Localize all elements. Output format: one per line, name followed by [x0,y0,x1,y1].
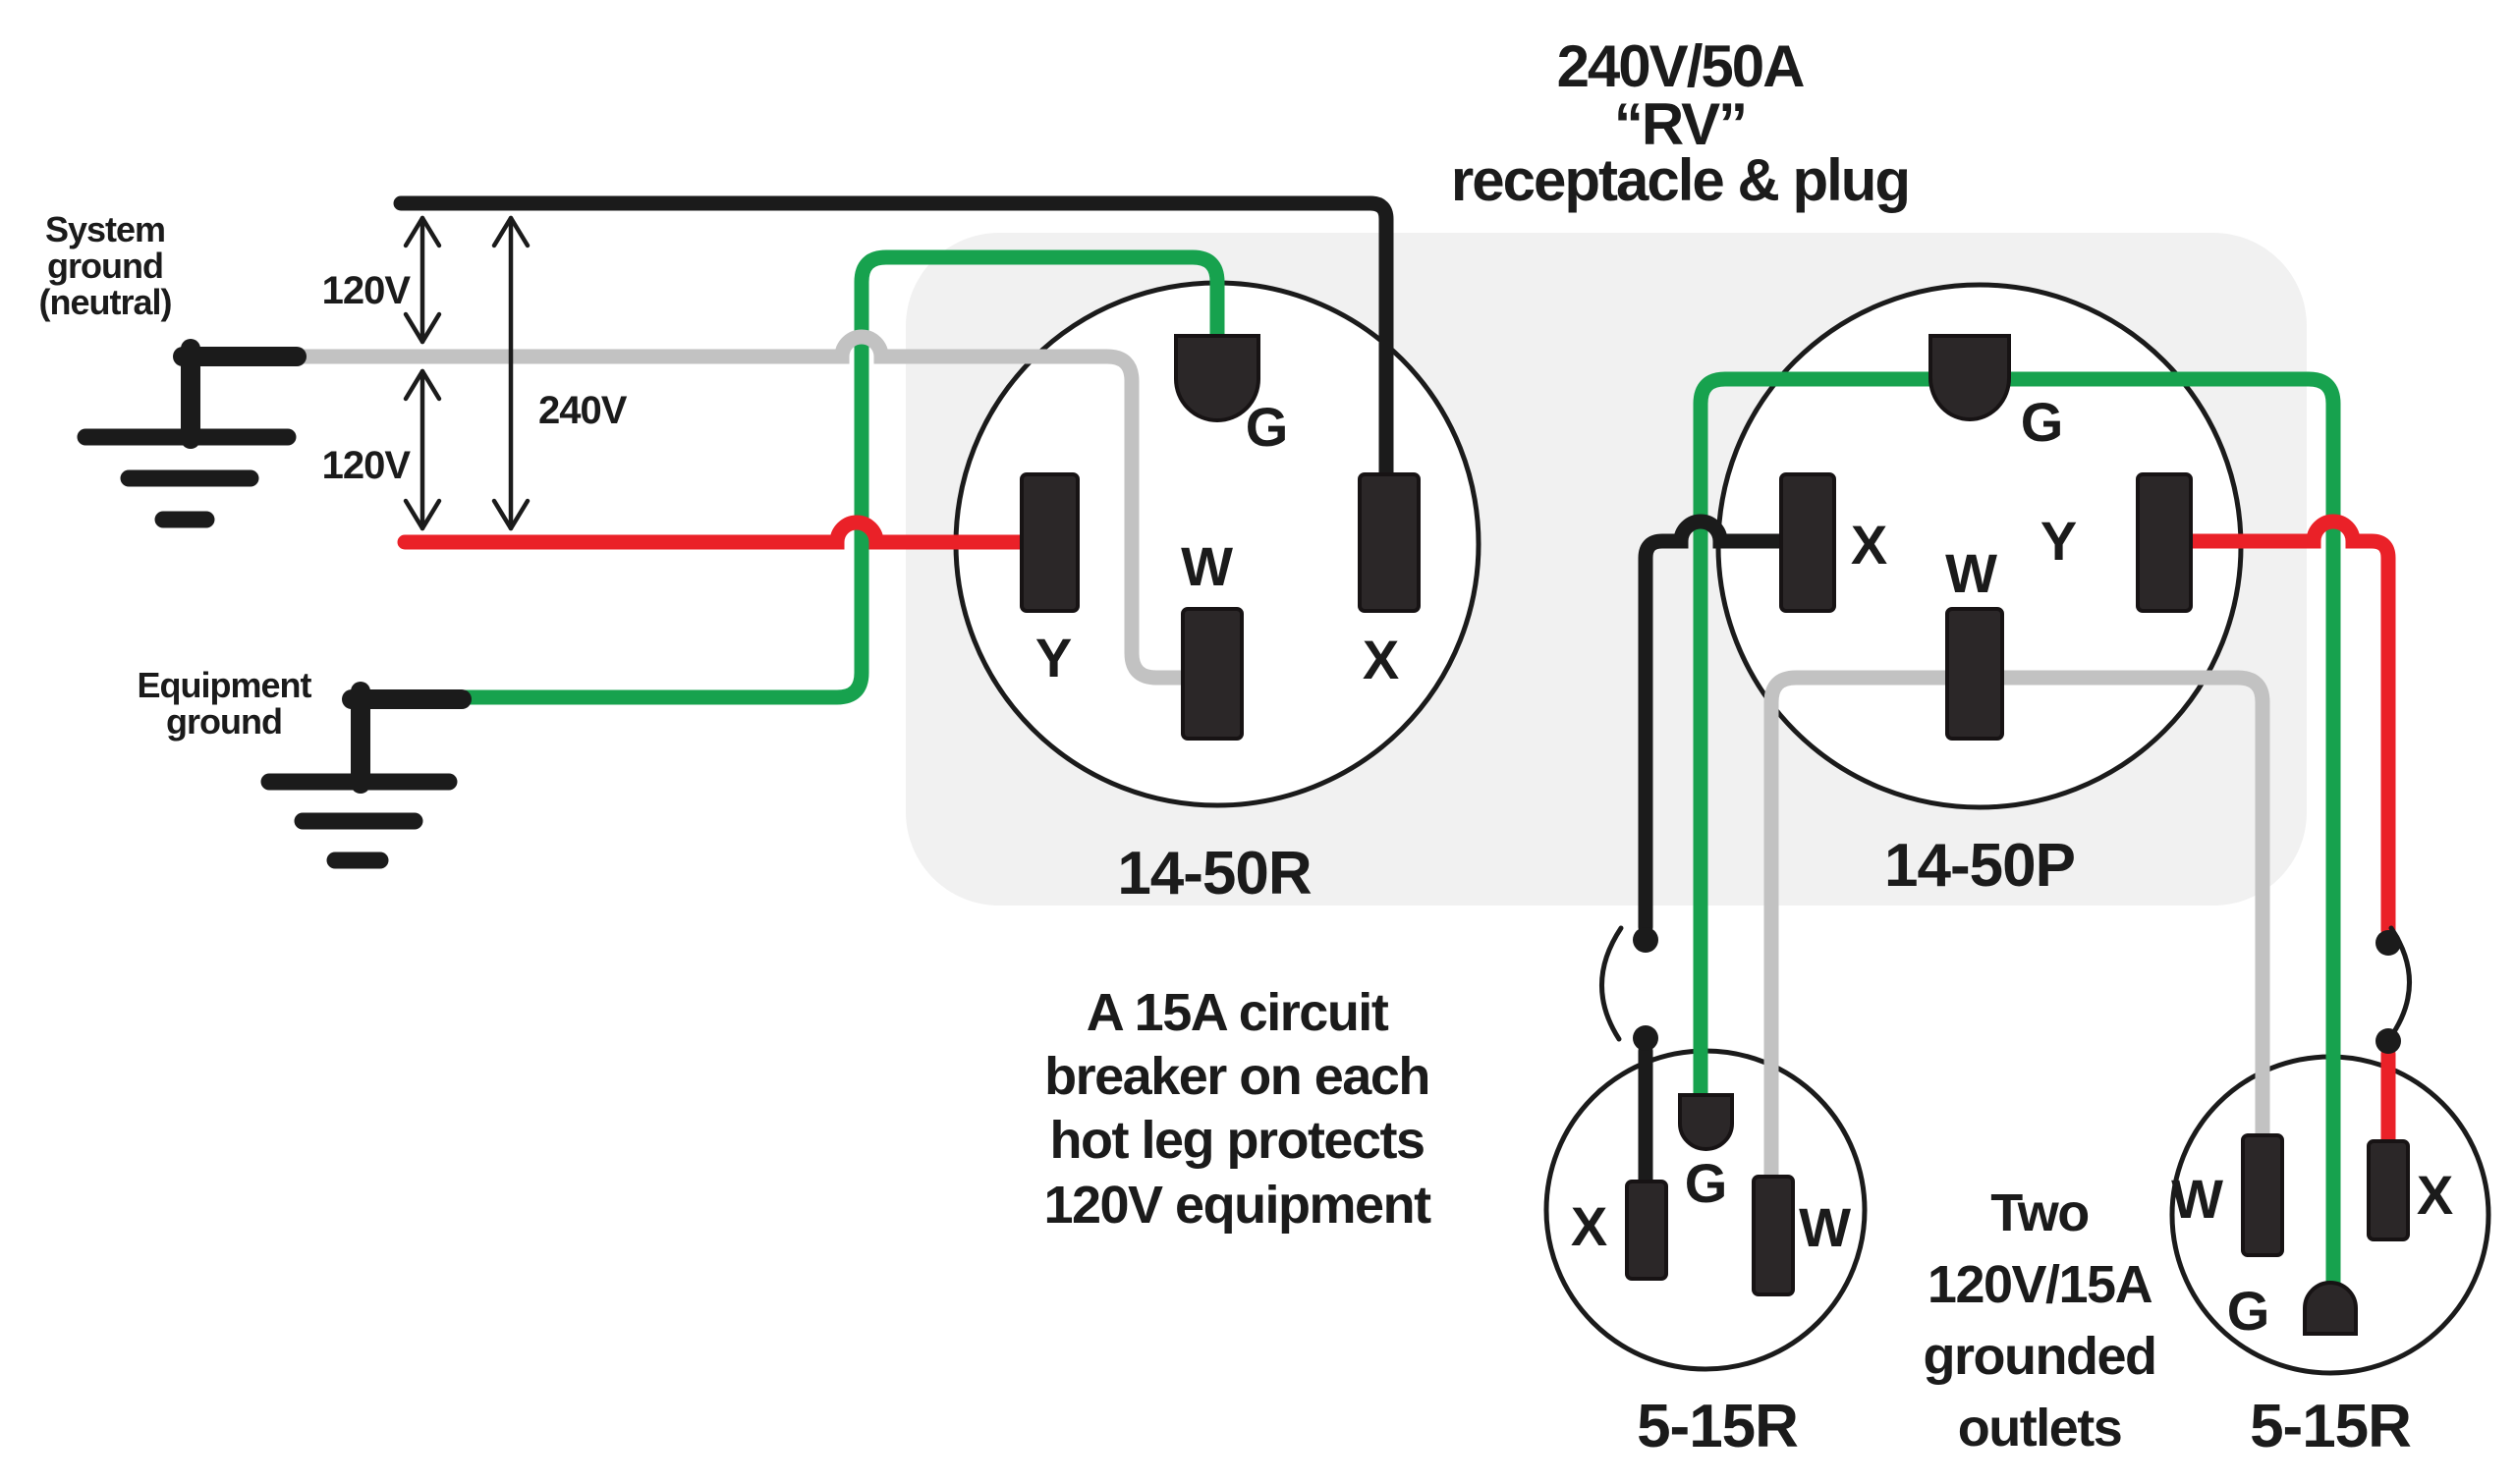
diagram-text: 240V/50A “RV” receptacle & plug System g… [39,33,2454,1460]
neutral-wire-plug-w-to-outlets [1763,670,2270,1231]
receptacle-g-slot [1174,334,1260,422]
plug-w-prong [1945,607,2004,741]
outlet-right-x-label: X [2417,1164,2453,1226]
breaker-note-line-4: 120V equipment [1043,1176,1431,1235]
system-ground-label-line-2: ground [47,246,163,286]
system-ground-label-line-3: (neutral) [39,282,172,322]
outlet-left-w-label: W [1799,1196,1851,1258]
voltage-120v-bottom-label: 120V [322,444,412,487]
receptacle-w-slot [1181,607,1244,741]
outlet-left-w-slot [1752,1175,1795,1296]
hot-red-wire-plug-y-to-breaker [2183,514,2396,938]
arrow-120v-bottom-head-down [403,498,442,531]
receptacle-w-label: W [1181,535,1233,597]
outlets-note-line-1: Two [1990,1183,2088,1242]
voltage-arrows [403,215,531,531]
receptacle-x-slot [1358,472,1421,613]
plug-g-label: G [2021,391,2063,453]
outlet-right-g-label: G [2227,1280,2269,1342]
outlet-right-w-label: W [2171,1168,2223,1230]
outlet-left-x-label: X [1571,1195,1607,1257]
hot-red-wire-to-receptacle-y [397,515,1041,550]
neutral-wires [274,329,2270,1231]
equipment-ground-label-line-1: Equipment [138,665,312,705]
plug-g-prong [1928,334,2011,421]
plug-y-label: Y [2040,510,2077,572]
ground-wires [439,249,2341,1304]
hot-black-wire-to-receptacle-x [393,195,1394,514]
receptacle-y-slot [1020,472,1080,613]
plug-x-prong [1779,472,1836,613]
breaker-note-line-1: A 15A circuit [1087,983,1389,1042]
breaker-note-line-2: breaker on each [1044,1047,1429,1106]
outlets-note-line-3: grounded [1924,1327,2156,1386]
breaker-arcs [1599,925,2412,1042]
outlet-right-w-slot [2241,1133,2284,1257]
equipment-ground-symbol [260,682,472,869]
ground-wire-equipment-to-receptacle-g [439,249,1225,705]
breaker-contact-dots [1633,927,2401,1054]
plug-w-label: W [1945,542,1997,604]
breaker-left-bottom-contact [1633,1025,1658,1051]
system-ground-symbol [77,339,307,528]
title-line-2: “RV” [1614,91,1746,157]
arrow-240v-head-down [491,498,531,531]
terminal-slots [1020,334,2410,1336]
breaker-left-arc [1599,925,1624,1042]
outlets-note-line-4: outlets [1958,1399,2122,1457]
title-line-3: receptacle & plug [1451,147,1909,213]
arrow-120v-top-head-down [403,311,442,345]
hot-black-wire-plug-x-to-breaker [1638,514,1806,935]
arrow-240v-head-up [491,215,531,248]
outlet-left-name-label: 5-15R [1637,1393,1798,1460]
arrow-120v-top-head-up [403,215,442,248]
outlet-right-g-slot [2303,1281,2358,1336]
outlet-left-g-slot [1678,1093,1734,1151]
arrow-120v-bottom-head-up [403,368,442,402]
title-line-1: 240V/50A [1557,33,1805,99]
neutral-wire-system-to-receptacle-w [274,329,1208,686]
outlet-left-x-slot [1625,1180,1668,1281]
system-ground-label-line-1: System [45,209,165,249]
outlet-left-g-label: G [1685,1152,1727,1214]
plug-y-prong [2136,472,2193,613]
equipment-ground-label-line-2: ground [166,701,282,742]
breaker-right-arc [2386,925,2412,1042]
ground-wire-plug-g-to-outlets [1693,371,2341,1304]
breaker-note-line-3: hot leg protects [1049,1111,1424,1170]
breaker-left-top-contact [1633,927,1658,953]
outlet-right-x-slot [2367,1139,2410,1241]
ground-symbols [77,339,472,869]
receptacle-y-label: Y [1035,627,1072,688]
plug-x-label: X [1851,514,1887,576]
outlets-note-line-2: 120V/15A [1928,1255,2152,1314]
receptacle-x-label: X [1363,629,1399,690]
voltage-120v-top-label: 120V [322,269,412,312]
circuit-breakers [1599,925,2412,1054]
receptacle-g-label: G [1246,396,1288,458]
voltage-240v-label: 240V [538,389,628,432]
receptacle-name-label: 14-50R [1117,840,1312,907]
plug-name-label: 14-50P [1884,832,2075,900]
outlet-right-name-label: 5-15R [2250,1393,2411,1460]
